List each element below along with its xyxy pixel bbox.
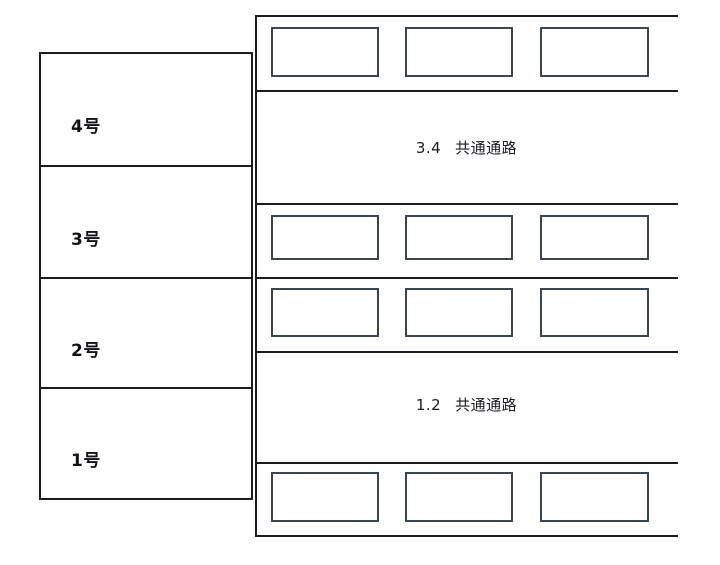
room-box-1-1 — [271, 472, 379, 522]
horizontal-rule-bottom — [255, 535, 678, 537]
room-box-2-3 — [540, 288, 649, 337]
horizontal-rule-4 — [255, 277, 678, 279]
room-box-4-2 — [405, 27, 513, 77]
corridor-label-12: 1.2 共通通路 — [255, 394, 678, 415]
room-box-3-3 — [540, 215, 649, 260]
horizontal-rule-2 — [255, 90, 678, 92]
corridor-label-34: 3.4 共通通路 — [255, 137, 678, 158]
room-box-4-3 — [540, 27, 649, 77]
unit-label-3: 3号 — [71, 230, 101, 250]
room-box-2-1 — [271, 288, 379, 337]
unit-row-4: 4号 — [41, 54, 251, 167]
corridor-number-34: 3.4 — [415, 139, 442, 157]
unit-row-3: 3号 — [41, 167, 251, 279]
corridor-name-12: 共通通路 — [455, 396, 518, 414]
horizontal-rule-6 — [255, 462, 678, 464]
corridor-name-34: 共通通路 — [455, 139, 518, 157]
unit-row-2: 2号 — [41, 279, 251, 389]
horizontal-rule-3 — [255, 203, 678, 205]
vertical-divider — [255, 15, 257, 535]
corridor-number-12: 1.2 — [415, 396, 442, 414]
room-box-2-2 — [405, 288, 513, 337]
unit-label-2: 2号 — [71, 341, 101, 361]
horizontal-rule-top — [255, 15, 678, 17]
unit-number-table: 4号 3号 2号 1号 — [39, 52, 253, 500]
room-box-3-2 — [405, 215, 513, 260]
room-box-1-3 — [540, 472, 649, 522]
unit-row-1: 1号 — [41, 389, 251, 502]
room-box-3-1 — [271, 215, 379, 260]
unit-label-4: 4号 — [71, 117, 101, 137]
room-box-1-2 — [405, 472, 513, 522]
horizontal-rule-5 — [255, 351, 678, 353]
unit-label-1: 1号 — [71, 451, 101, 471]
room-box-4-1 — [271, 27, 379, 77]
